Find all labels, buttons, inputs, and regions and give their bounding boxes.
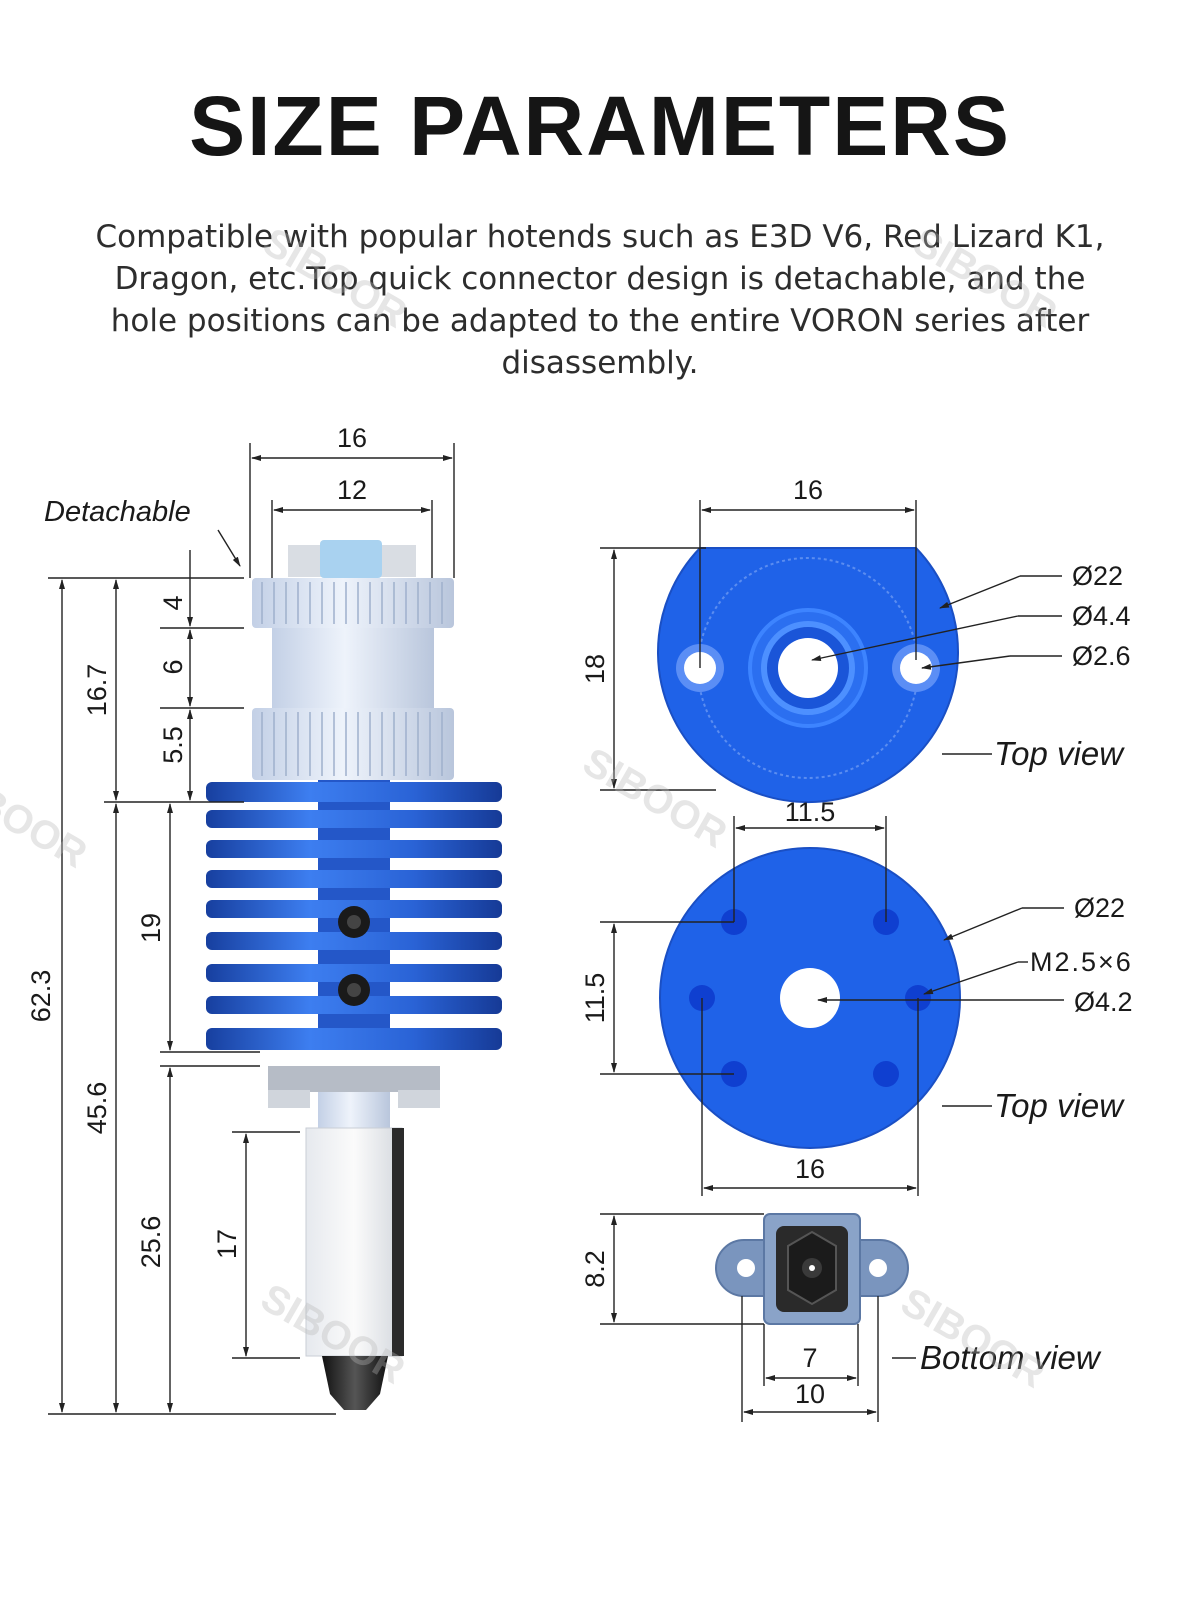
- tv2-dim-bottom-width: 16: [795, 1154, 825, 1184]
- tv2-dim-top-width: 11.5: [785, 797, 836, 827]
- bottom-view-part: [715, 1213, 909, 1325]
- detachable-label: Detachable: [44, 496, 191, 528]
- top-view-2-dimensions: [600, 816, 1064, 1196]
- tv2-dim-height: 11.5: [580, 973, 610, 1024]
- bottom-view-labels: 8.2 7 10 Bottom view: [580, 1250, 1102, 1409]
- bv-dim-width-outer: 10: [795, 1379, 825, 1409]
- tv1-callout-d2-6: Ø2.6: [1072, 641, 1131, 671]
- dim-height-6: 6: [158, 659, 188, 674]
- tv2-callout-d4-2: Ø4.2: [1074, 987, 1133, 1017]
- tv1-callout-d4-4: Ø4.4: [1072, 601, 1131, 631]
- tv1-dim-width: 16: [793, 475, 823, 505]
- tv2-view-label: Top view: [994, 1087, 1125, 1124]
- dim-height-45-6: 45.6: [82, 1082, 112, 1135]
- watermark-3: SIBOOR: [0, 760, 94, 877]
- watermark-1: SIBOOR: [256, 220, 415, 337]
- tv1-callout-d22: Ø22: [1072, 561, 1123, 591]
- dim-height-17: 17: [212, 1229, 242, 1259]
- side-view-labels: Detachable 16 12 4 6 5.5 16.7 62.3 45.6 …: [26, 423, 367, 1268]
- dim-height-5-5: 5.5: [158, 726, 188, 764]
- dim-width-inner: 12: [337, 475, 367, 505]
- dim-height-19: 19: [136, 913, 166, 943]
- top-view-1-part: [657, 547, 959, 804]
- top-view-1-dimensions: [600, 500, 1062, 791]
- bottom-view-dimensions: [600, 1213, 916, 1422]
- bv-view-label: Bottom view: [920, 1339, 1102, 1376]
- dim-width-outer: 16: [337, 423, 367, 453]
- tv2-callout-d22: Ø22: [1074, 893, 1125, 923]
- heatsink: [206, 780, 502, 1050]
- dim-height-25-6: 25.6: [136, 1216, 166, 1269]
- quick-connector: [252, 540, 454, 780]
- page-subtitle: Compatible with popular hotends such as …: [95, 219, 1105, 381]
- tv2-callout-m2-5x6: M2.5×6: [1030, 947, 1133, 977]
- bv-dim-width-inner: 7: [802, 1343, 817, 1373]
- top-view-2-part: [659, 847, 961, 1149]
- top-view-2-labels: 11.5 11.5 16 Ø22 M2.5×6 Ø4.2 Top view: [580, 797, 1133, 1184]
- heater-assembly: [268, 1066, 440, 1410]
- dim-height-4: 4: [158, 595, 188, 610]
- top-view-1-labels: 16 18 Ø22 Ø4.4 Ø2.6 Top view: [580, 475, 1131, 772]
- dim-height-62-3: 62.3: [26, 970, 56, 1023]
- side-view-hotend: [206, 540, 502, 1410]
- side-view-dimensions: [48, 443, 455, 1415]
- bv-dim-height: 8.2: [580, 1250, 610, 1288]
- dim-height-16-7: 16.7: [82, 664, 112, 717]
- tv1-view-label: Top view: [994, 735, 1125, 772]
- watermark-2: SIBOOR: [906, 220, 1065, 337]
- tv1-dim-height: 18: [580, 654, 610, 684]
- page-title: SIZE PARAMETERS: [189, 79, 1011, 173]
